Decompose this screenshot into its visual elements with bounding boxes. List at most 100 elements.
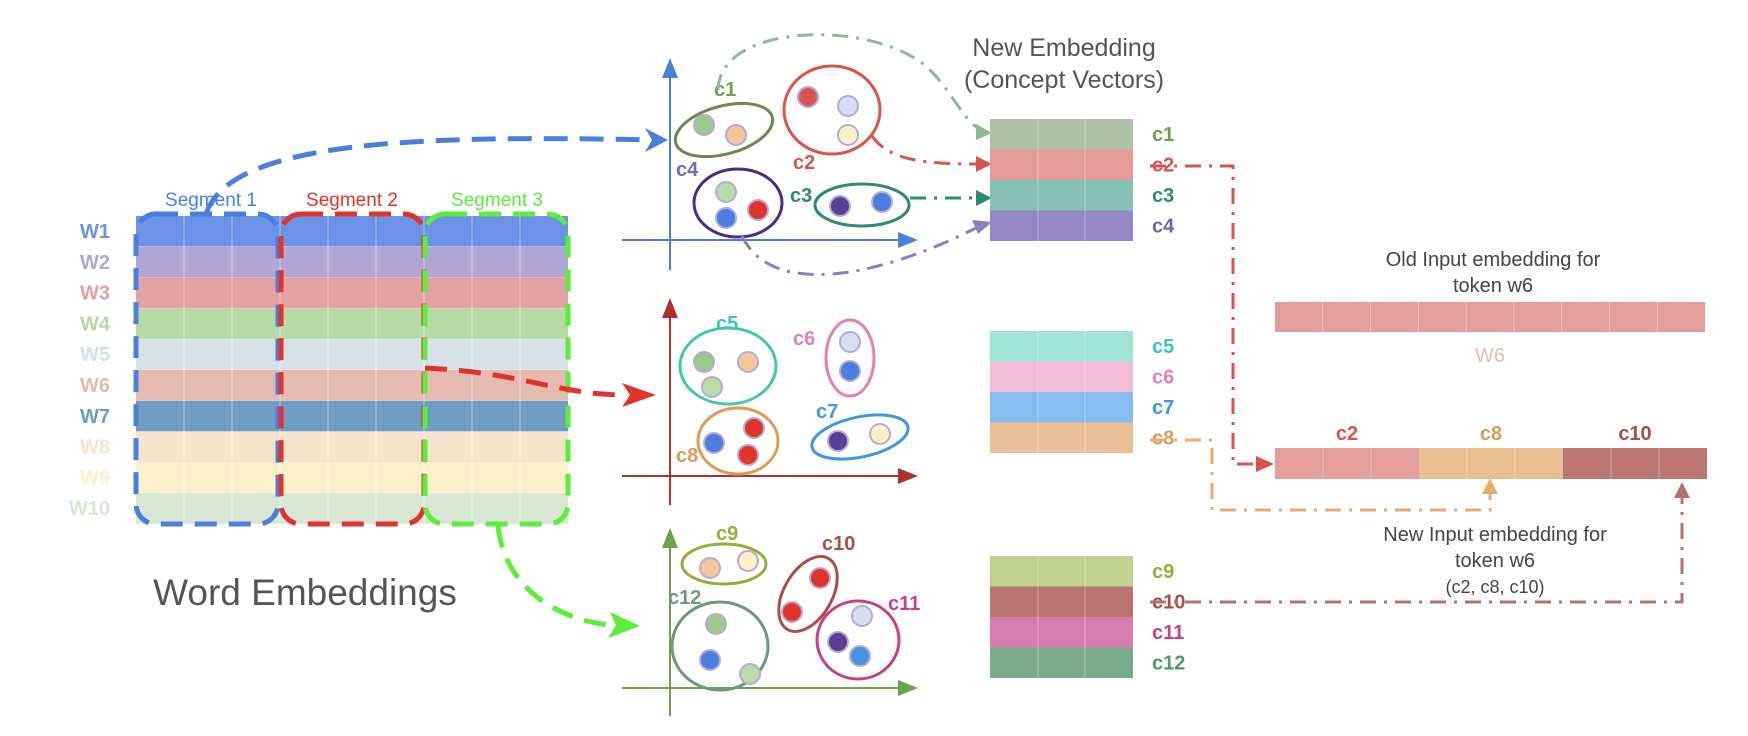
c5-point [701,376,723,398]
cluster-c1-ellipse [673,101,775,159]
c2-point [837,124,859,146]
word-row-label: W8 [80,437,110,459]
concept-vector-label: c1 [1152,124,1174,146]
new-input-segment-c2 [1275,448,1419,479]
c4-point [715,207,737,229]
word-row-label: W4 [80,313,111,335]
concept-vector-c8 [990,422,1133,453]
c4-label: c4 [676,159,699,181]
word-row-label: W3 [80,283,110,305]
cluster-c6-ellipse [824,318,876,398]
cluster-c9-ellipse [680,542,768,586]
c11-label: c11 [888,593,920,615]
c12-point [705,613,727,635]
word-row [136,431,568,463]
c2-to-new-input-connector [1150,164,1262,466]
plot-1-x-arrowhead [898,232,918,248]
cluster-plot-2: c5 c6 c8 c7 [622,298,918,505]
c5-point [693,351,715,373]
segment-2-frame [278,211,427,527]
new-input-segment-label: c8 [1480,423,1502,445]
concept-vector-c3 [990,180,1133,211]
word-row [136,277,568,309]
c10-to-new-input-connector [1150,494,1684,604]
old-input-token-label: W6 [1475,345,1505,367]
segment-3-label: Segment 3 [451,190,543,211]
concept-vector-label: c4 [1152,216,1175,238]
segment-2-arrowhead [622,383,656,407]
concept-vector-label: c6 [1152,367,1174,389]
c8-to-new-input-connector [1150,438,1492,512]
plot-2-y-arrowhead [662,298,678,318]
concept-vector-label: c12 [1152,653,1185,675]
new-input-segment-label: c2 [1336,423,1358,445]
c1-point [693,114,715,136]
old-input-bar-fill [1275,302,1705,332]
c2-point [837,95,859,117]
c8-connector-arrowhead [1482,478,1498,494]
cluster-c8-ellipse [696,406,780,476]
word-row-label: W1 [80,221,110,243]
old-input-subtitle: token w6 [1453,275,1533,297]
new-input-caption: New Input embedding for [1383,524,1607,546]
concept-vector-c5 [990,331,1133,362]
c12-label: c12 [668,587,701,609]
c5-point [737,351,759,373]
concept-vector-label: c5 [1152,336,1174,358]
segment-3-frame [422,211,571,527]
concept-vector-c10 [990,586,1133,617]
concept-vector-c6 [990,361,1133,392]
segment-1-arrow [203,136,656,215]
word-row-label: W7 [80,406,110,428]
c11-point [849,645,871,667]
c9-point [699,557,721,579]
cluster-c10-ellipse [777,555,839,633]
c2-connector-arrowhead [1256,456,1274,472]
concept-vector-c2 [990,149,1133,180]
c11-point [851,605,873,627]
segment-3-arrowhead [608,612,640,638]
new-embedding-subtitle: (Concept Vectors) [964,66,1164,94]
word-row-label: W5 [80,344,110,366]
new-input-caption-2: token w6 [1455,550,1535,572]
new-embedding-title: New Embedding [972,34,1155,62]
c10-point [781,601,803,623]
segment-1-arrowhead [645,128,668,152]
plot-2-x-arrowhead [898,468,918,484]
c4-point [715,181,737,203]
c1-point [725,124,747,146]
segment-2-label: Segment 2 [306,190,398,211]
concept-vector-c4 [990,210,1133,241]
c3-label: c3 [790,185,812,207]
c6-point [839,360,861,382]
concept-vector-label: c10 [1152,592,1185,614]
new-input-segment-c8 [1419,448,1563,479]
c2-point [797,86,819,108]
c8-point [737,444,759,466]
segment-3-arrow [495,525,611,628]
c1-arrowhead [976,124,992,140]
word-embeddings-title: Word Embeddings [153,572,457,613]
concept-vector-c1 [990,119,1133,150]
c2-arrowhead [976,156,992,172]
c11-point [827,631,849,653]
cluster-c4-ellipse [692,167,784,239]
c4-point [747,199,769,221]
word-row-label: W10 [69,498,110,520]
new-input-embedding-bar: c2 c8 c10 [1275,423,1707,479]
word-row-label: W6 [80,375,110,397]
concept-vector-label: c9 [1152,561,1174,583]
new-input-segment-label: c10 [1618,423,1651,445]
cluster-c7-ellipse [810,413,910,461]
cluster-c3-ellipse [813,182,911,228]
c6-label: c6 [793,328,815,350]
c3-point [871,191,893,213]
word-row-label: W9 [80,467,110,489]
concept-vector-c12 [990,647,1133,678]
word-row [136,216,568,247]
plot-3-x-arrowhead [898,680,918,696]
